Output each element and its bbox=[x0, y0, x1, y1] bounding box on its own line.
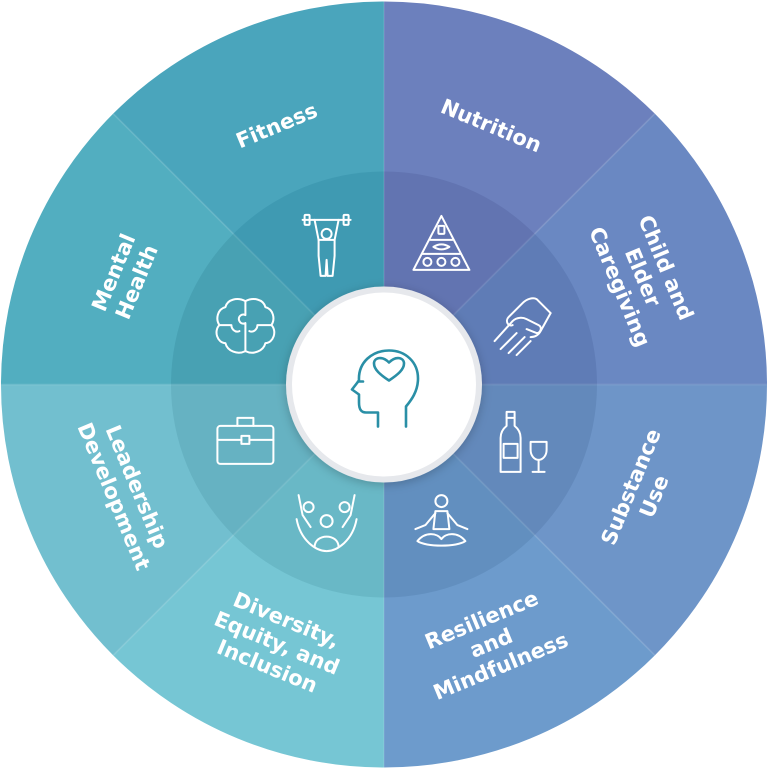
head-heart-icon bbox=[350, 349, 420, 428]
brain-puzzle-icon bbox=[215, 298, 276, 354]
wine-bottle-glass-icon bbox=[499, 410, 548, 473]
helping-hands-icon bbox=[493, 297, 552, 357]
center-hub bbox=[286, 286, 482, 483]
briefcase-icon bbox=[216, 416, 275, 465]
food-pyramid-icon bbox=[412, 214, 471, 271]
icons-layer bbox=[215, 213, 552, 553]
weightlifter-icon bbox=[301, 213, 352, 277]
meditation-icon bbox=[414, 494, 469, 547]
group-people-icon bbox=[295, 494, 358, 553]
